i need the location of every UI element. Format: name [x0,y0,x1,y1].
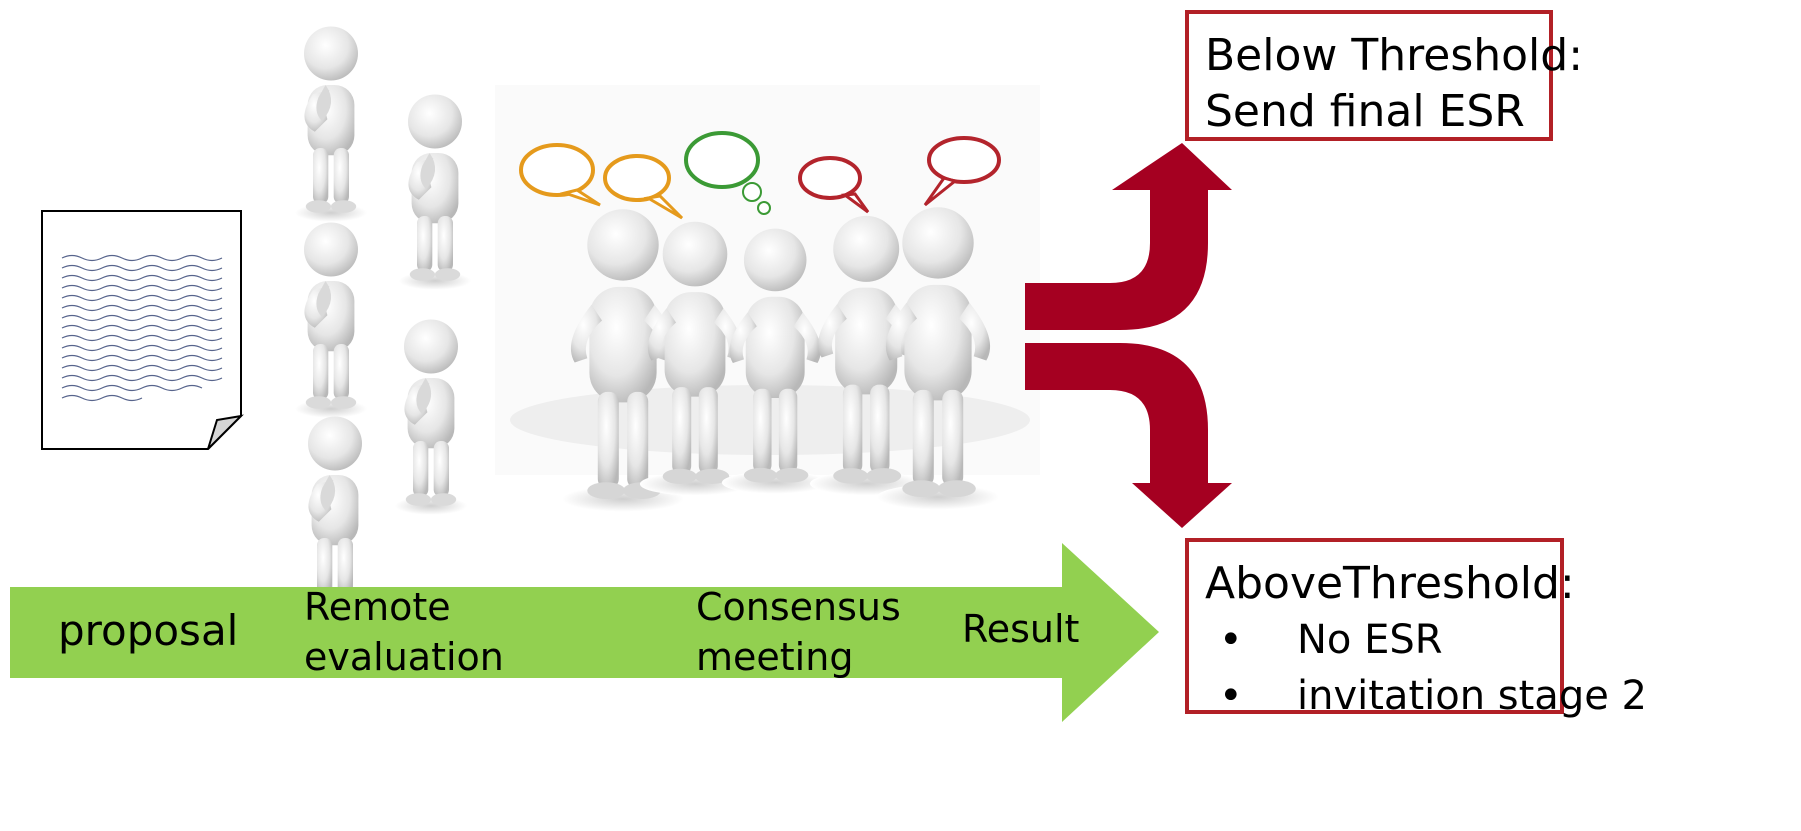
above-threshold-item: invitation stage 2 [1205,668,1647,724]
below-threshold-action: Send final ESR [1205,86,1525,137]
branch-arrow-down [1025,343,1232,528]
thinking-person-icon [295,222,367,418]
flow-label-remote-evaluation: Remote evaluation [304,582,504,682]
thinking-person-icon [399,94,471,290]
below-threshold-box: Below Threshold: Send final ESR [1185,10,1584,141]
flow-label-remote-line2: evaluation [304,635,504,679]
above-threshold-box: AboveThreshold: No ESR invitation stage … [1185,538,1647,724]
flow-label-result: Result [962,607,1080,651]
above-threshold-item: No ESR [1205,612,1560,668]
flow-label-consensus-line2: meeting [696,635,854,679]
speech-bubble-icon [519,143,601,207]
thinking-person-icon [395,319,467,515]
meeting-group-icon [495,85,1040,512]
below-threshold-title: Below Threshold: [1205,30,1584,81]
flow-label-proposal: proposal [58,606,239,655]
above-threshold-list: No ESR invitation stage 2 [1205,612,1647,724]
above-threshold-title: AboveThreshold: [1205,558,1575,609]
process-arrow [10,543,1159,722]
flow-label-consensus-line1: Consensus [696,585,901,629]
flow-label-consensus-meeting: Consensus meeting [696,582,901,682]
speech-bubble-icon [684,131,771,215]
speech-bubble-icon [923,136,1001,207]
speech-bubble-icon [603,154,684,220]
branch-arrow-up [1025,143,1232,330]
speech-bubble-icon [798,156,870,214]
thinking-person-icon [295,26,367,222]
document-icon [41,210,244,450]
flow-label-remote-line1: Remote [304,585,451,629]
